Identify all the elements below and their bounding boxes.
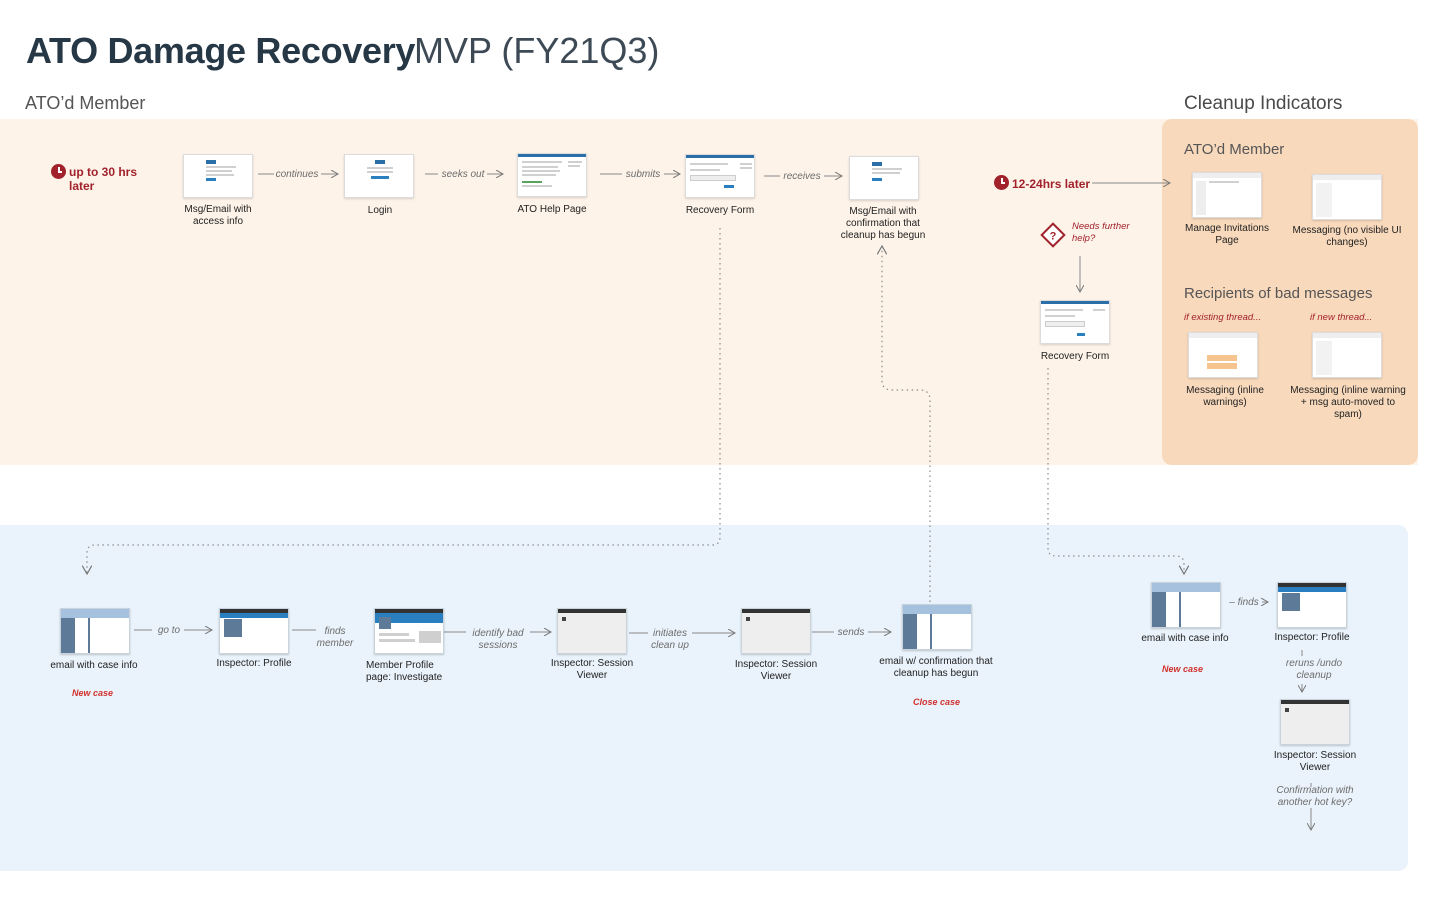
edge-label: go to: [157, 625, 181, 636]
if-existing-note: if existing thread...: [1184, 312, 1262, 323]
thumb-msg-email: [183, 154, 253, 198]
edge-label: finds member: [316, 626, 354, 649]
step-label: Recovery Form: [685, 205, 755, 216]
thumb-email-case-2: [1151, 582, 1221, 628]
new-case-note-2: New case: [1162, 664, 1204, 674]
thumb-recovery-form-2: [1040, 300, 1110, 344]
thumb-messaging-spam: [1312, 332, 1382, 378]
thumb-messaging-inline: [1188, 332, 1258, 378]
svg-text:?: ?: [1050, 231, 1057, 243]
clock-icon: [994, 175, 1009, 190]
edge-label: continues: [275, 169, 319, 180]
indicator-label: Messaging (inline warning + msg auto-mov…: [1290, 385, 1406, 420]
dotted-link: [882, 246, 931, 602]
thumb-recovery-form: [685, 154, 755, 198]
thumb-session-viewer-2: [741, 608, 811, 654]
step-label: Msg/Email with access info: [184, 204, 252, 227]
agent-step-label: email w/ confirmation that cleanup has b…: [879, 656, 993, 679]
section-label-member: ATO’d Member: [25, 93, 146, 113]
agent-step-label: Member Profile page: Investigate: [366, 660, 443, 683]
new-case-note: New case: [72, 688, 114, 698]
close-case-note: Close case: [913, 697, 961, 707]
thumb-confirmation: [849, 156, 919, 200]
thumb-ato-help: [517, 153, 587, 197]
indicator-label: Manage Invitations Page: [1185, 223, 1269, 246]
edge-label: reruns /undo cleanup: [1285, 658, 1343, 681]
indicator-label: Messaging (inline warnings): [1186, 385, 1264, 408]
thumb-login: [344, 154, 414, 198]
thumb-session-viewer-3: [1280, 699, 1350, 745]
cleanup-member-title: ATO’d Member: [1184, 141, 1285, 158]
agent-step-label: Inspector: Session Viewer: [734, 659, 818, 682]
edge-label: seeks out: [441, 169, 485, 180]
step-label: ATO Help Page: [517, 204, 587, 215]
clock-icon: [51, 164, 66, 179]
needs-help-note: Needs further help?: [1072, 221, 1130, 244]
thumb-email-case: [60, 608, 130, 654]
agent2-step-label: Inspector: Profile: [1274, 632, 1350, 643]
agent2-step-label: email with case info: [1141, 633, 1229, 644]
recipients-title: Recipients of bad messages: [1184, 285, 1373, 302]
step-label: Msg/Email with confirmation that cleanup…: [840, 206, 926, 241]
thumb-inspector-profile-2: [1277, 582, 1347, 628]
thumb-email-confirmation: [902, 604, 972, 650]
edge-label: Confirmation with another hot key?: [1276, 785, 1354, 808]
step-label: Login: [367, 205, 393, 216]
thumb-member-profile: [374, 608, 444, 654]
timing-label-later: 12-24hrs later: [1012, 177, 1091, 191]
edge-label: sends: [837, 627, 865, 638]
edge-label: submits: [625, 169, 661, 180]
step-label: Recovery Form: [1040, 351, 1110, 362]
timing-label: up to 30 hrs later: [69, 165, 138, 193]
page-title: ATO Damage Recovery: [26, 30, 416, 71]
agent-step-label: email with case info: [50, 660, 138, 671]
edge-label: receives: [783, 171, 821, 182]
if-new-note: if new thread...: [1310, 312, 1373, 323]
agent-step-label: Inspector: Profile: [216, 658, 292, 669]
thumb-session-viewer-1: [557, 608, 627, 654]
dotted-link: [1047, 368, 1184, 574]
thumb-messaging: [1312, 174, 1382, 220]
edge-label: – finds: [1229, 597, 1259, 608]
section-label-cleanup: Cleanup Indicators: [1184, 93, 1343, 114]
page-subtitle: MVP (FY21Q3): [414, 30, 660, 71]
help-diamond-icon: ?: [1040, 222, 1066, 248]
edge-label: initiates clean up: [651, 628, 689, 651]
thumb-inspector-profile: [219, 608, 289, 654]
thumb-manage-invitations: [1192, 172, 1262, 218]
dotted-link: [87, 228, 721, 574]
agent2-step-label: Inspector: Session Viewer: [1273, 750, 1357, 773]
indicator-label: Messaging (no visible UI changes): [1292, 225, 1402, 248]
agent-step-label: Inspector: Session Viewer: [550, 658, 634, 681]
edge-label: identify bad sessions: [472, 628, 524, 651]
